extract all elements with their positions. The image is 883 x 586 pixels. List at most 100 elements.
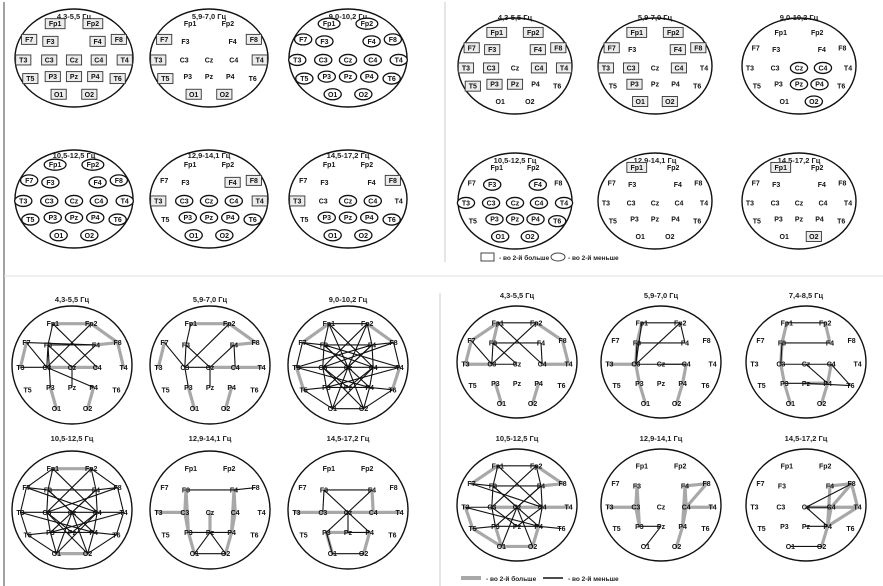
link-decrease bbox=[47, 344, 51, 388]
electrode-label: T6 bbox=[249, 76, 257, 83]
electrode-label: T6 bbox=[693, 84, 701, 91]
electrode-oval-marker bbox=[64, 194, 84, 208]
electrode-label: F4 bbox=[537, 483, 545, 490]
electrode-oval-marker bbox=[108, 213, 127, 226]
legend-oval-text: - во 2-й меньше bbox=[568, 254, 619, 262]
electrode-label: T4 bbox=[854, 362, 862, 369]
link-increase bbox=[362, 530, 372, 556]
electrode-box-marker bbox=[22, 73, 39, 85]
electrode-label: F8 bbox=[252, 340, 260, 347]
electrode-label: Fp2 bbox=[361, 466, 374, 473]
electrode-label: C4 bbox=[94, 57, 103, 64]
link-decrease bbox=[185, 323, 192, 346]
electrode-label: P3 bbox=[322, 215, 331, 222]
electrode-label: O2 bbox=[817, 544, 826, 551]
electrode-label: T6 bbox=[701, 383, 709, 390]
electrode-box-marker bbox=[251, 54, 268, 66]
electrode-oval-marker bbox=[554, 196, 574, 210]
electrode-label: T3 bbox=[746, 65, 754, 72]
link-decrease bbox=[516, 507, 534, 547]
link-increase bbox=[680, 484, 687, 528]
electrode-label: Cz bbox=[795, 200, 804, 207]
link-increase bbox=[18, 340, 28, 369]
electrode-label: O2 bbox=[525, 99, 534, 106]
electrode-label: Pz bbox=[511, 217, 520, 224]
electrode-label: C3 bbox=[771, 65, 780, 72]
link-decrease bbox=[491, 322, 537, 365]
link-decrease bbox=[347, 366, 374, 388]
electrode-label: Fp2 bbox=[811, 165, 824, 172]
electrode-label: C3 bbox=[627, 65, 636, 72]
link-increase bbox=[828, 482, 854, 488]
link-decrease bbox=[497, 465, 543, 508]
electrode-label: Cz bbox=[657, 362, 666, 369]
electrode-label: Fp2 bbox=[819, 320, 832, 327]
link-decrease bbox=[46, 323, 92, 368]
electrode-label: F8 bbox=[703, 481, 711, 488]
electrode-label: Pz bbox=[344, 530, 353, 537]
electrode-label: Fp1 bbox=[491, 30, 504, 37]
electrode-label: F3 bbox=[772, 47, 780, 54]
electrode-oval-marker bbox=[526, 213, 545, 226]
electrode-label: F3 bbox=[44, 487, 52, 494]
electrode-label: F3 bbox=[633, 340, 641, 347]
electrode-label: F7 bbox=[298, 485, 306, 492]
electrode-oval-marker bbox=[485, 213, 504, 226]
electrode-oval-marker bbox=[64, 211, 84, 224]
electrode-box-marker bbox=[486, 26, 508, 38]
electrode-label: Fp2 bbox=[819, 463, 832, 470]
electrode-label: T3 bbox=[605, 505, 613, 512]
electrode-label: T4 bbox=[121, 57, 129, 64]
electrode-label: P3 bbox=[46, 530, 55, 537]
electrode-label: T3 bbox=[293, 198, 301, 205]
link-decrease bbox=[71, 512, 89, 554]
link-increase bbox=[365, 322, 396, 345]
electrode-label: Fp2 bbox=[87, 21, 100, 28]
electrode-label: F8 bbox=[390, 340, 398, 347]
link-decrease bbox=[830, 363, 851, 386]
link-increase bbox=[829, 482, 854, 509]
link-decrease bbox=[115, 512, 125, 535]
electrode-oval-marker bbox=[293, 33, 313, 46]
link-increase bbox=[684, 482, 709, 509]
electrode-label: Fp1 bbox=[775, 165, 788, 172]
electrode-label: F7 bbox=[752, 45, 760, 52]
electrode-oval-marker bbox=[80, 229, 99, 242]
electrode-box-marker bbox=[662, 26, 684, 38]
electrode-box-marker bbox=[805, 231, 822, 242]
electrode-label: Cz bbox=[70, 57, 79, 64]
electrode-label: F7 bbox=[299, 37, 307, 44]
electrode-label: Pz bbox=[511, 82, 520, 89]
electrode-label: Fp2 bbox=[361, 321, 374, 328]
link-increase bbox=[48, 385, 59, 411]
link-increase bbox=[224, 530, 234, 556]
link-decrease bbox=[635, 322, 681, 365]
electrode-label: T4 bbox=[709, 505, 717, 512]
electrode-label: F3 bbox=[488, 182, 496, 189]
electrode-label: F8 bbox=[114, 485, 122, 492]
electrode-label: T4 bbox=[560, 200, 568, 207]
electrode-label: T4 bbox=[120, 365, 128, 372]
electrode-label: C4 bbox=[818, 200, 827, 207]
link-decrease bbox=[322, 489, 325, 513]
electrode-label: T3 bbox=[154, 510, 162, 517]
electrode-label: F4 bbox=[537, 340, 545, 347]
electrode-label: F3 bbox=[488, 47, 496, 54]
electrode-label: F8 bbox=[389, 178, 397, 185]
electrode-oval-marker bbox=[199, 211, 219, 224]
electrode-box-marker bbox=[690, 42, 707, 54]
link-decrease bbox=[471, 483, 543, 508]
link-increase bbox=[825, 505, 860, 528]
electrode-label: Fp1 bbox=[323, 321, 336, 328]
electrode-label: F4 bbox=[534, 182, 542, 189]
electrode-label: T4 bbox=[700, 200, 708, 207]
electrode-label: Pz bbox=[206, 385, 215, 392]
electrode-label: P4 bbox=[89, 530, 98, 537]
electrode-label: O1 bbox=[54, 233, 63, 240]
electrode-box-marker bbox=[632, 96, 649, 107]
electrode-label: T5 bbox=[26, 76, 34, 83]
band-title: 4,3-5,5 Гц bbox=[500, 291, 535, 300]
